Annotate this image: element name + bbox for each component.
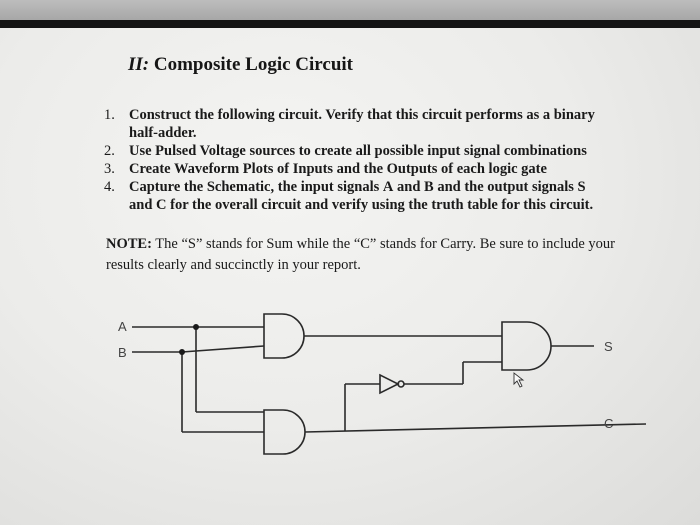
instruction-list: 1. Construct the following circuit. Veri… (104, 106, 664, 214)
signal-s: S (577, 179, 586, 195)
text-run: and (393, 179, 425, 195)
text-run: and the output signals (433, 179, 578, 195)
wire-carry-out (304, 423, 647, 433)
list-text-continued: half-adder. (129, 125, 197, 141)
junction-dot (193, 324, 199, 330)
list-text: Use Pulsed Voltage sources to create all… (129, 143, 587, 159)
list-text: Construct the following circuit. Verify … (129, 107, 595, 123)
and-gate-right (501, 321, 552, 371)
label-input-b: B (118, 345, 127, 360)
and-gate-bottom (263, 409, 306, 455)
note-text: The “S” stands for Sum while the “C” sta… (151, 236, 616, 252)
background-edge (0, 20, 700, 30)
not-gate (379, 373, 400, 395)
note-paragraph: NOTE: The “S” stands for Sum while the “… (106, 234, 691, 276)
list-item: 3. Create Waveform Plots of Inputs and t… (104, 160, 664, 178)
list-text-continued: and C for the overall circuit and verify… (129, 196, 664, 214)
list-item: 1. Construct the following circuit. Veri… (104, 106, 664, 142)
note-text-continued: results clearly and succinctly in your r… (106, 257, 361, 273)
document-title: II: Composite Logic Circuit (128, 54, 353, 76)
list-number: 2. (104, 143, 115, 159)
list-text: Create Waveform Plots of Inputs and the … (129, 161, 547, 177)
list-number: 4. (104, 179, 115, 195)
list-text: Capture the Schematic, the input signals… (129, 179, 586, 195)
signal-b: B (424, 179, 434, 195)
title-text: Composite Logic Circuit (153, 54, 354, 75)
junction-dot (179, 349, 185, 355)
wire-b-to-and (181, 345, 265, 353)
list-number: 3. (104, 161, 115, 177)
label-output-c: C (604, 416, 613, 431)
cursor-icon (513, 372, 525, 388)
list-number: 1. (104, 107, 115, 123)
note-label: NOTE: (106, 236, 152, 252)
text-run: Capture the Schematic, the input signals (129, 179, 383, 195)
text-run: for the overall circuit and verify using… (166, 197, 594, 213)
list-item: 2. Use Pulsed Voltage sources to create … (104, 142, 664, 160)
title-prefix: II: (128, 54, 150, 75)
paper-sheet (0, 28, 700, 525)
label-output-s: S (604, 339, 613, 354)
signal-c: and C (129, 197, 167, 213)
signal-a: A (382, 179, 394, 195)
and-gate-top (263, 313, 305, 359)
label-input-a: A (118, 319, 127, 334)
list-item: 4. Capture the Schematic, the input sign… (104, 178, 664, 214)
